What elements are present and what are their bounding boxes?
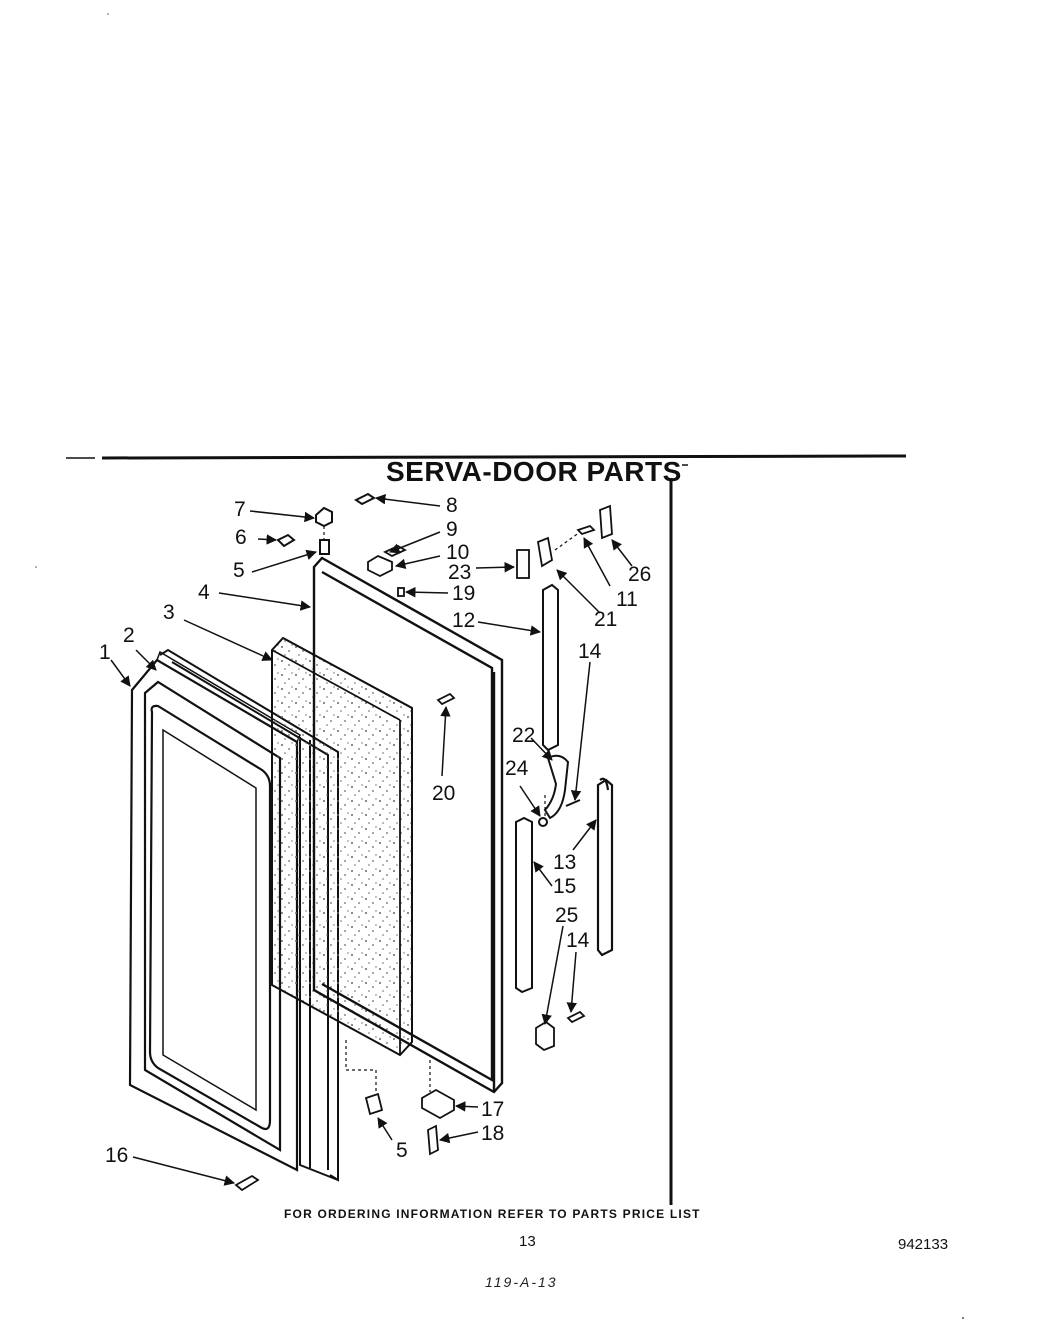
- callout-23: 23: [448, 561, 471, 584]
- callout-15: 15: [553, 875, 576, 898]
- assembly-dashed-lines: [323, 526, 581, 1094]
- callout-5: 5: [233, 559, 245, 582]
- callout-6: 6: [235, 526, 247, 549]
- callout-17: 17: [481, 1098, 504, 1121]
- callout-8: 8: [446, 494, 458, 517]
- callout-7: 7: [234, 498, 246, 521]
- callout-16: 16: [105, 1144, 128, 1167]
- callout-labels: 1 2 3 4 5 6 7 8 9 10 11 12 13 14 15 16 1…: [99, 494, 651, 1167]
- callout-21: 21: [594, 608, 617, 631]
- part-top-hardware: [367, 504, 613, 597]
- callout-22: 22: [512, 724, 535, 747]
- part-screws: [436, 692, 456, 706]
- ordering-info-note: FOR ORDERING INFORMATION REFER TO PARTS …: [284, 1207, 701, 1221]
- scan-specks: [35, 13, 964, 1319]
- callout-14-lower: 14: [566, 929, 590, 952]
- part-door-panel: [312, 556, 504, 1094]
- diagram-title: SERVA-DOOR PARTS: [386, 456, 682, 487]
- header-rule: [66, 454, 907, 466]
- callout-9: 9: [446, 518, 458, 541]
- callout-20: 20: [432, 782, 455, 805]
- document-number: 942133: [898, 1236, 949, 1253]
- callout-12: 12: [452, 609, 475, 632]
- callout-10: 10: [446, 541, 469, 564]
- callout-19: 19: [452, 582, 475, 605]
- callout-25: 25: [555, 904, 578, 927]
- page-number: 13: [519, 1233, 536, 1250]
- part-handle-lower: [515, 816, 533, 994]
- handwritten-mark: 119-A-13: [485, 1274, 558, 1290]
- callout-1: 1: [99, 641, 111, 664]
- callout-2: 2: [123, 624, 135, 647]
- part-trim-strip: [596, 777, 614, 957]
- callout-24: 24: [505, 757, 529, 780]
- callout-14: 14: [578, 640, 602, 663]
- leader-arrows: [110, 493, 633, 1186]
- callout-3: 3: [163, 601, 175, 624]
- callout-13: 13: [553, 851, 576, 874]
- callout-11: 11: [616, 588, 638, 611]
- callout-18: 18: [481, 1122, 504, 1145]
- part-handle-upper: [542, 583, 559, 752]
- part-hinge-pin: [276, 492, 376, 555]
- part-insulation: [271, 636, 413, 1057]
- callout-26: 26: [628, 563, 651, 586]
- callout-4: 4: [198, 581, 210, 604]
- callout-5-lower: 5: [396, 1139, 408, 1162]
